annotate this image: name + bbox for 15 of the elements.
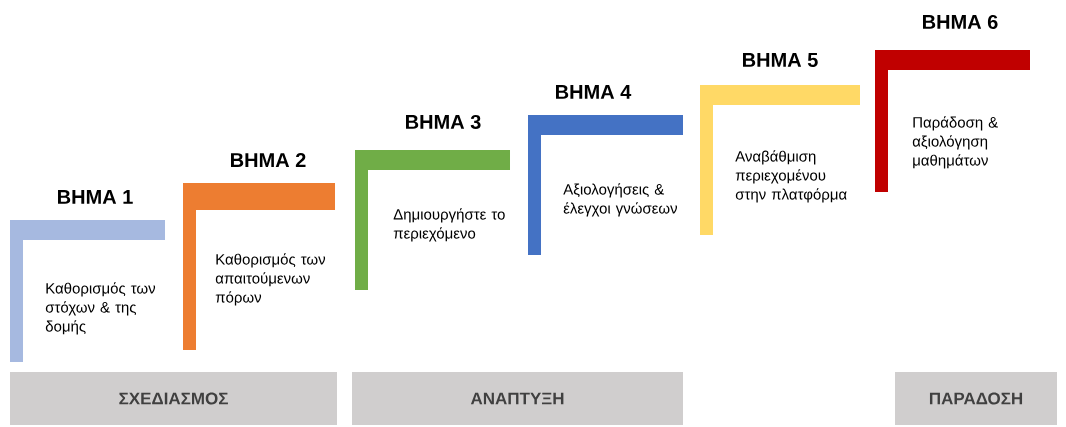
step-title: ΒΗΜΑ 5 xyxy=(743,53,818,67)
step-description: Αναβάθμιση περιεχομένου στην πλατφόρμα xyxy=(735,150,847,203)
step-description: Παράδοση & αξιολόγηση μαθημάτων xyxy=(912,116,998,169)
step-title: ΒΗΜΑ 2 xyxy=(231,153,306,167)
step-description: Καθορισμός των απαιτούμενων πόρων xyxy=(215,253,326,306)
phase-band: ΣΧΕΔΙΑΣΜΟΣ xyxy=(10,372,337,425)
phase-band: ΑΝΑΠΤΥΞΗ xyxy=(352,372,683,425)
step-title: ΒΗΜΑ 3 xyxy=(406,114,481,130)
phase-band: ΠΑΡΑΔΟΣΗ xyxy=(895,372,1057,425)
step-description: Δημιουργήστε το περιεχόμενο xyxy=(393,208,505,242)
step-description: Καθορισμός των στόχων & της δομής xyxy=(45,282,156,335)
step-description: Αξιολογήσεις & έλεγχοι γνώσεων xyxy=(563,183,677,217)
step-title: ΒΗΜΑ 6 xyxy=(923,14,998,30)
step-title: ΒΗΜΑ 4 xyxy=(556,85,632,99)
step-title: ΒΗΜΑ 1 xyxy=(58,190,133,204)
